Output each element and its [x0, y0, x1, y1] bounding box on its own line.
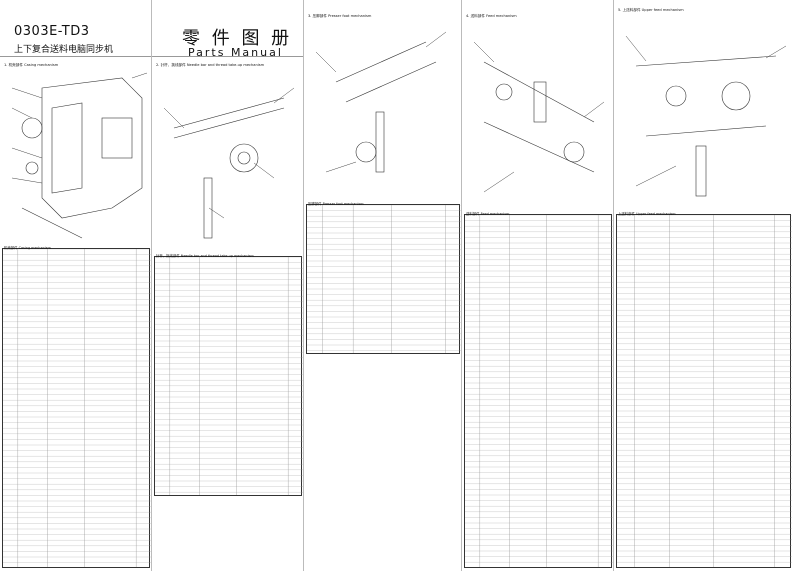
- table-title: 上送料部件 Upper feed mechanism: [618, 212, 676, 216]
- casing-diagram: [11, 72, 148, 239]
- parts-table-upper-feed: 上送料部件 Upper feed mechanism: [616, 212, 792, 568]
- upper-feed-diagram: [625, 35, 787, 197]
- panel-feed: 4. 送料部件 Feed mechanism 送料部件 Feed mechani…: [462, 0, 614, 571]
- table-rows: [3, 249, 151, 567]
- table-title: 机壳部件 Casing mechanism: [4, 246, 51, 250]
- model-subtitle: 上下复合送料电脑同步机: [14, 45, 114, 55]
- table-title: 送料部件 Feed mechanism: [466, 212, 510, 216]
- section-title: 2. 针杆、挑线部件 Needle bar and thread take-up…: [156, 63, 265, 67]
- panel-casing: 0303E-TD3 上下复合送料电脑同步机 1. 机壳部件 Casing mec…: [0, 0, 152, 571]
- parts-table-feed: 送料部件 Feed mechanism: [464, 212, 613, 568]
- table-rows: [307, 205, 461, 353]
- divider: [0, 56, 151, 57]
- section-title: 4. 送料部件 Feed mechanism: [466, 14, 517, 18]
- parts-table-casing: 机壳部件 Casing mechanism: [2, 246, 151, 568]
- table-title: 压脚部件 Presser foot mechanism: [308, 202, 364, 206]
- section-title: 3. 压脚部件 Presser foot mechanism: [308, 14, 372, 18]
- table-rows: [617, 215, 792, 567]
- panel-presser-foot: 3. 压脚部件 Presser foot mechanism 压脚部件 Pres…: [304, 0, 462, 571]
- manual-title-en: Parts Manual: [188, 46, 283, 59]
- presser-foot-diagram: [315, 31, 447, 173]
- section-title: 5. 上送料部件 Upper feed mechanism: [618, 8, 684, 12]
- panel-needle-bar: 零 件 图 册 Parts Manual 2. 针杆、挑线部件 Needle b…: [152, 0, 304, 571]
- model-title: 0303E-TD3: [14, 24, 90, 39]
- parts-table-presser-foot: 压脚部件 Presser foot mechanism: [306, 202, 461, 354]
- table-rows: [465, 215, 613, 567]
- panel-upper-feed: 5. 上送料部件 Upper feed mechanism 上送料部件 Uppe…: [614, 0, 793, 571]
- manual-title-cn: 零 件 图 册: [182, 28, 293, 49]
- parts-table-needle-bar: 针杆、挑线部件 Needle bar and thread take-up me…: [154, 254, 303, 496]
- feed-diagram: [473, 41, 605, 193]
- divider: [152, 56, 303, 57]
- table-rows: [155, 257, 303, 495]
- needle-bar-diagram: [163, 87, 295, 239]
- table-title: 针杆、挑线部件 Needle bar and thread take-up me…: [156, 254, 254, 258]
- section-title: 1. 机壳部件 Casing mechanism: [4, 63, 59, 67]
